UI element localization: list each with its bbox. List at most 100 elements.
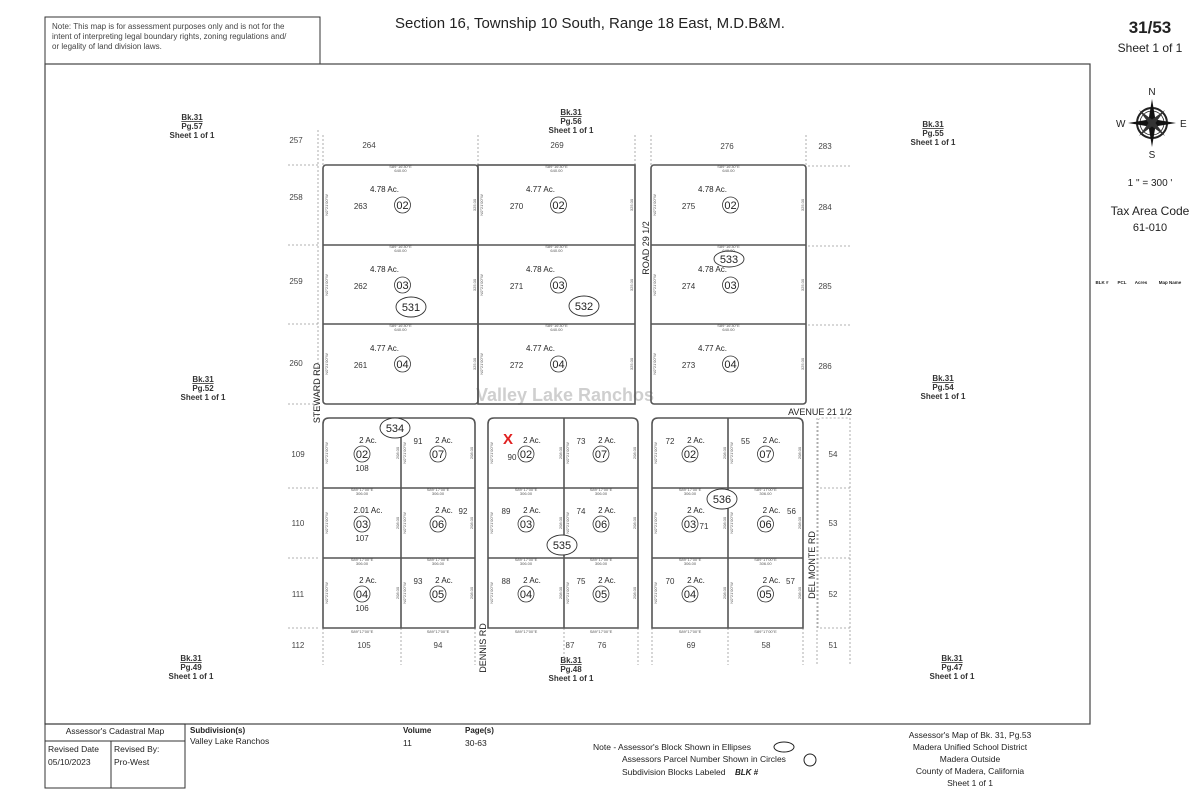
parcel-apn: 107 <box>355 534 369 543</box>
lot-bearing: S89°16'30"E <box>717 323 740 328</box>
parcel[interactable] <box>394 276 411 294</box>
adjacent-sheet-book[interactable]: Bk.31 <box>560 656 582 665</box>
parcel[interactable] <box>757 585 774 603</box>
adjacent-sheet-book[interactable]: Bk.31 <box>181 113 203 122</box>
adjacent-sheet-page: Pg.57 <box>181 122 203 131</box>
parcel[interactable] <box>429 445 447 463</box>
adjacent-parcel-number: 87 <box>566 641 575 650</box>
parcel[interactable] <box>722 355 739 373</box>
sheet-number: Sheet 1 of 1 <box>1118 41 1183 55</box>
parcel-acres: 4.77 Ac. <box>698 344 727 353</box>
parcel-acres: 2 Ac. <box>523 506 541 515</box>
parcel[interactable] <box>353 445 371 463</box>
lot-distance: 325.00 <box>472 357 477 370</box>
lot-distance: 208.00 <box>558 586 563 599</box>
parcel-number-circle <box>517 445 535 463</box>
block-number-ellipse <box>379 417 411 439</box>
parcel-number: 03 <box>684 519 696 531</box>
adjacent-parcel-number: 94 <box>434 641 443 650</box>
parcel[interactable] <box>757 445 774 463</box>
adjacent-sheet-book[interactable]: Bk.31 <box>941 654 963 663</box>
parcel-apn: 73 <box>577 437 586 446</box>
parcel[interactable] <box>681 445 699 463</box>
parcel[interactable] <box>681 585 699 603</box>
parcel-number-circle <box>722 355 739 373</box>
parcel-number-circle <box>353 515 371 533</box>
parcel[interactable] <box>550 355 567 373</box>
parcel-number: 05 <box>595 589 607 601</box>
lot-distance: 306.00 <box>520 561 533 566</box>
subdivision-watermark: Valley Lake Ranchos <box>476 385 654 405</box>
block-number-ellipse <box>395 296 427 318</box>
parcel[interactable] <box>517 515 535 533</box>
adjacent-parcel-number: 109 <box>291 450 305 459</box>
lot-bearing: S89°17'00"E <box>515 629 538 634</box>
revised-date-label: Revised Date <box>48 744 99 754</box>
parcel[interactable] <box>353 585 371 603</box>
adjacent-sheet-book[interactable]: Bk.31 <box>922 120 944 129</box>
parcel[interactable] <box>681 515 699 533</box>
lot-distance: 208.00 <box>395 516 400 529</box>
road-label-del-monte-rd: DEL MONTE RD <box>807 531 817 599</box>
lot-bearing: N0°21'00"W <box>652 353 657 375</box>
adjacent-parcel-number: 110 <box>292 519 305 528</box>
parcel-number: 03 <box>356 519 368 531</box>
lot-bearing: S89°17'00"E <box>427 629 450 634</box>
block-boundary <box>322 417 476 629</box>
adjacent-sheet-book[interactable]: Bk.31 <box>180 654 202 663</box>
parcel-acres: 2 Ac. <box>523 436 541 445</box>
lot-bearing: S89°17'00"E <box>351 557 374 562</box>
parcel[interactable] <box>592 585 610 603</box>
parcel-apn: 106 <box>355 604 369 613</box>
adjacent-parcel-number: 283 <box>818 142 832 151</box>
parcel[interactable] <box>550 196 567 214</box>
parcel[interactable] <box>429 585 447 603</box>
adjacent-sheet-book[interactable]: Bk.31 <box>932 374 954 383</box>
lot-distance: 640.00 <box>550 248 563 253</box>
assessor-block <box>322 417 476 629</box>
lot-distance: 306.00 <box>595 491 608 496</box>
parcel-number: 04 <box>552 359 564 371</box>
parcel[interactable] <box>353 515 371 533</box>
parcel[interactable] <box>517 585 535 603</box>
adjacent-parcel-number: 76 <box>598 641 607 650</box>
parcel-number-circle <box>722 196 739 214</box>
lot-bearing: N0°21'00"W <box>729 442 734 464</box>
parcel-acres: 2 Ac. <box>359 436 377 445</box>
lot-distance: 640.00 <box>550 168 563 173</box>
parcel[interactable] <box>394 196 411 214</box>
parcel-apn: 272 <box>510 361 524 370</box>
parcel[interactable] <box>722 276 739 294</box>
parcel[interactable] <box>592 445 610 463</box>
lot-bearing: N0°21'00"W <box>324 442 329 464</box>
lot-distance: 208.00 <box>558 446 563 459</box>
parcel[interactable] <box>394 355 411 373</box>
parcel[interactable] <box>429 515 447 533</box>
parcel-apn: 56 <box>787 507 796 516</box>
adjacent-sheet-sheet: Sheet 1 of 1 <box>170 131 215 140</box>
parcel-number-circle <box>681 515 699 533</box>
road-label-avenue-21-1-2: AVENUE 21 1/2 <box>788 407 852 417</box>
parcel-number: 07 <box>759 449 771 461</box>
parcel-number-circle <box>517 515 535 533</box>
lot-bearing: N0°21'00"W <box>489 442 494 464</box>
parcel[interactable] <box>550 276 567 294</box>
block-boundary <box>650 164 807 405</box>
lot-distance: 640.00 <box>550 327 563 332</box>
parcel[interactable] <box>592 515 610 533</box>
adjacent-sheet-sheet: Sheet 1 of 1 <box>911 138 956 147</box>
parcel-acres: 2 Ac. <box>687 506 705 515</box>
parcel[interactable] <box>517 445 535 463</box>
adjacent-sheet-book[interactable]: Bk.31 <box>560 108 582 117</box>
adjacent-sheet-sheet: Sheet 1 of 1 <box>169 672 214 681</box>
parcel-apn: 92 <box>459 507 468 516</box>
adjacent-parcel-number: 52 <box>829 590 838 599</box>
lot-bearing: S89°16'30"E <box>545 164 568 169</box>
parcel-number-circle <box>517 585 535 603</box>
parcel-number-circle <box>353 445 371 463</box>
adjacent-sheet-book[interactable]: Bk.31 <box>192 375 214 384</box>
assessor-block <box>487 417 639 629</box>
map-info-line: Madera Unified School District <box>913 742 1028 752</box>
parcel[interactable] <box>757 515 774 533</box>
parcel[interactable] <box>722 196 739 214</box>
